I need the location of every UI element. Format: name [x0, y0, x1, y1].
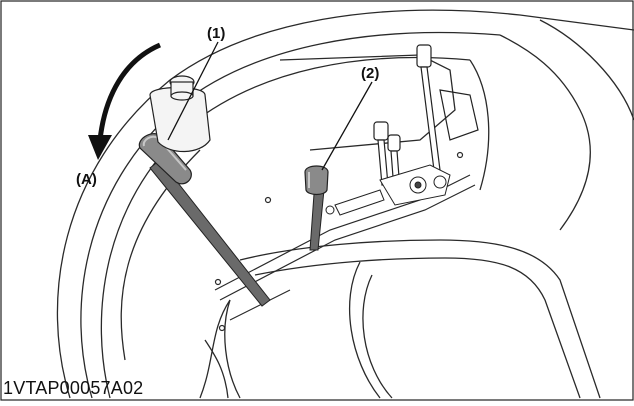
- linkage-mechanism: [325, 164, 451, 216]
- callout-part-1: (1): [207, 25, 226, 42]
- other-levers: [373, 44, 479, 191]
- callout-leaders: [167, 41, 373, 171]
- figure-code: 1VTAP00057A02: [3, 378, 144, 398]
- rotation-arrow: [88, 42, 162, 160]
- lever-2: [304, 165, 329, 251]
- lever-base: [149, 75, 211, 153]
- guide-rail: [214, 151, 476, 332]
- callout-part-2: (2): [361, 65, 380, 82]
- floor-panel: [204, 239, 601, 399]
- callout-direction-a: (A): [76, 171, 97, 188]
- lever-1: [138, 133, 271, 307]
